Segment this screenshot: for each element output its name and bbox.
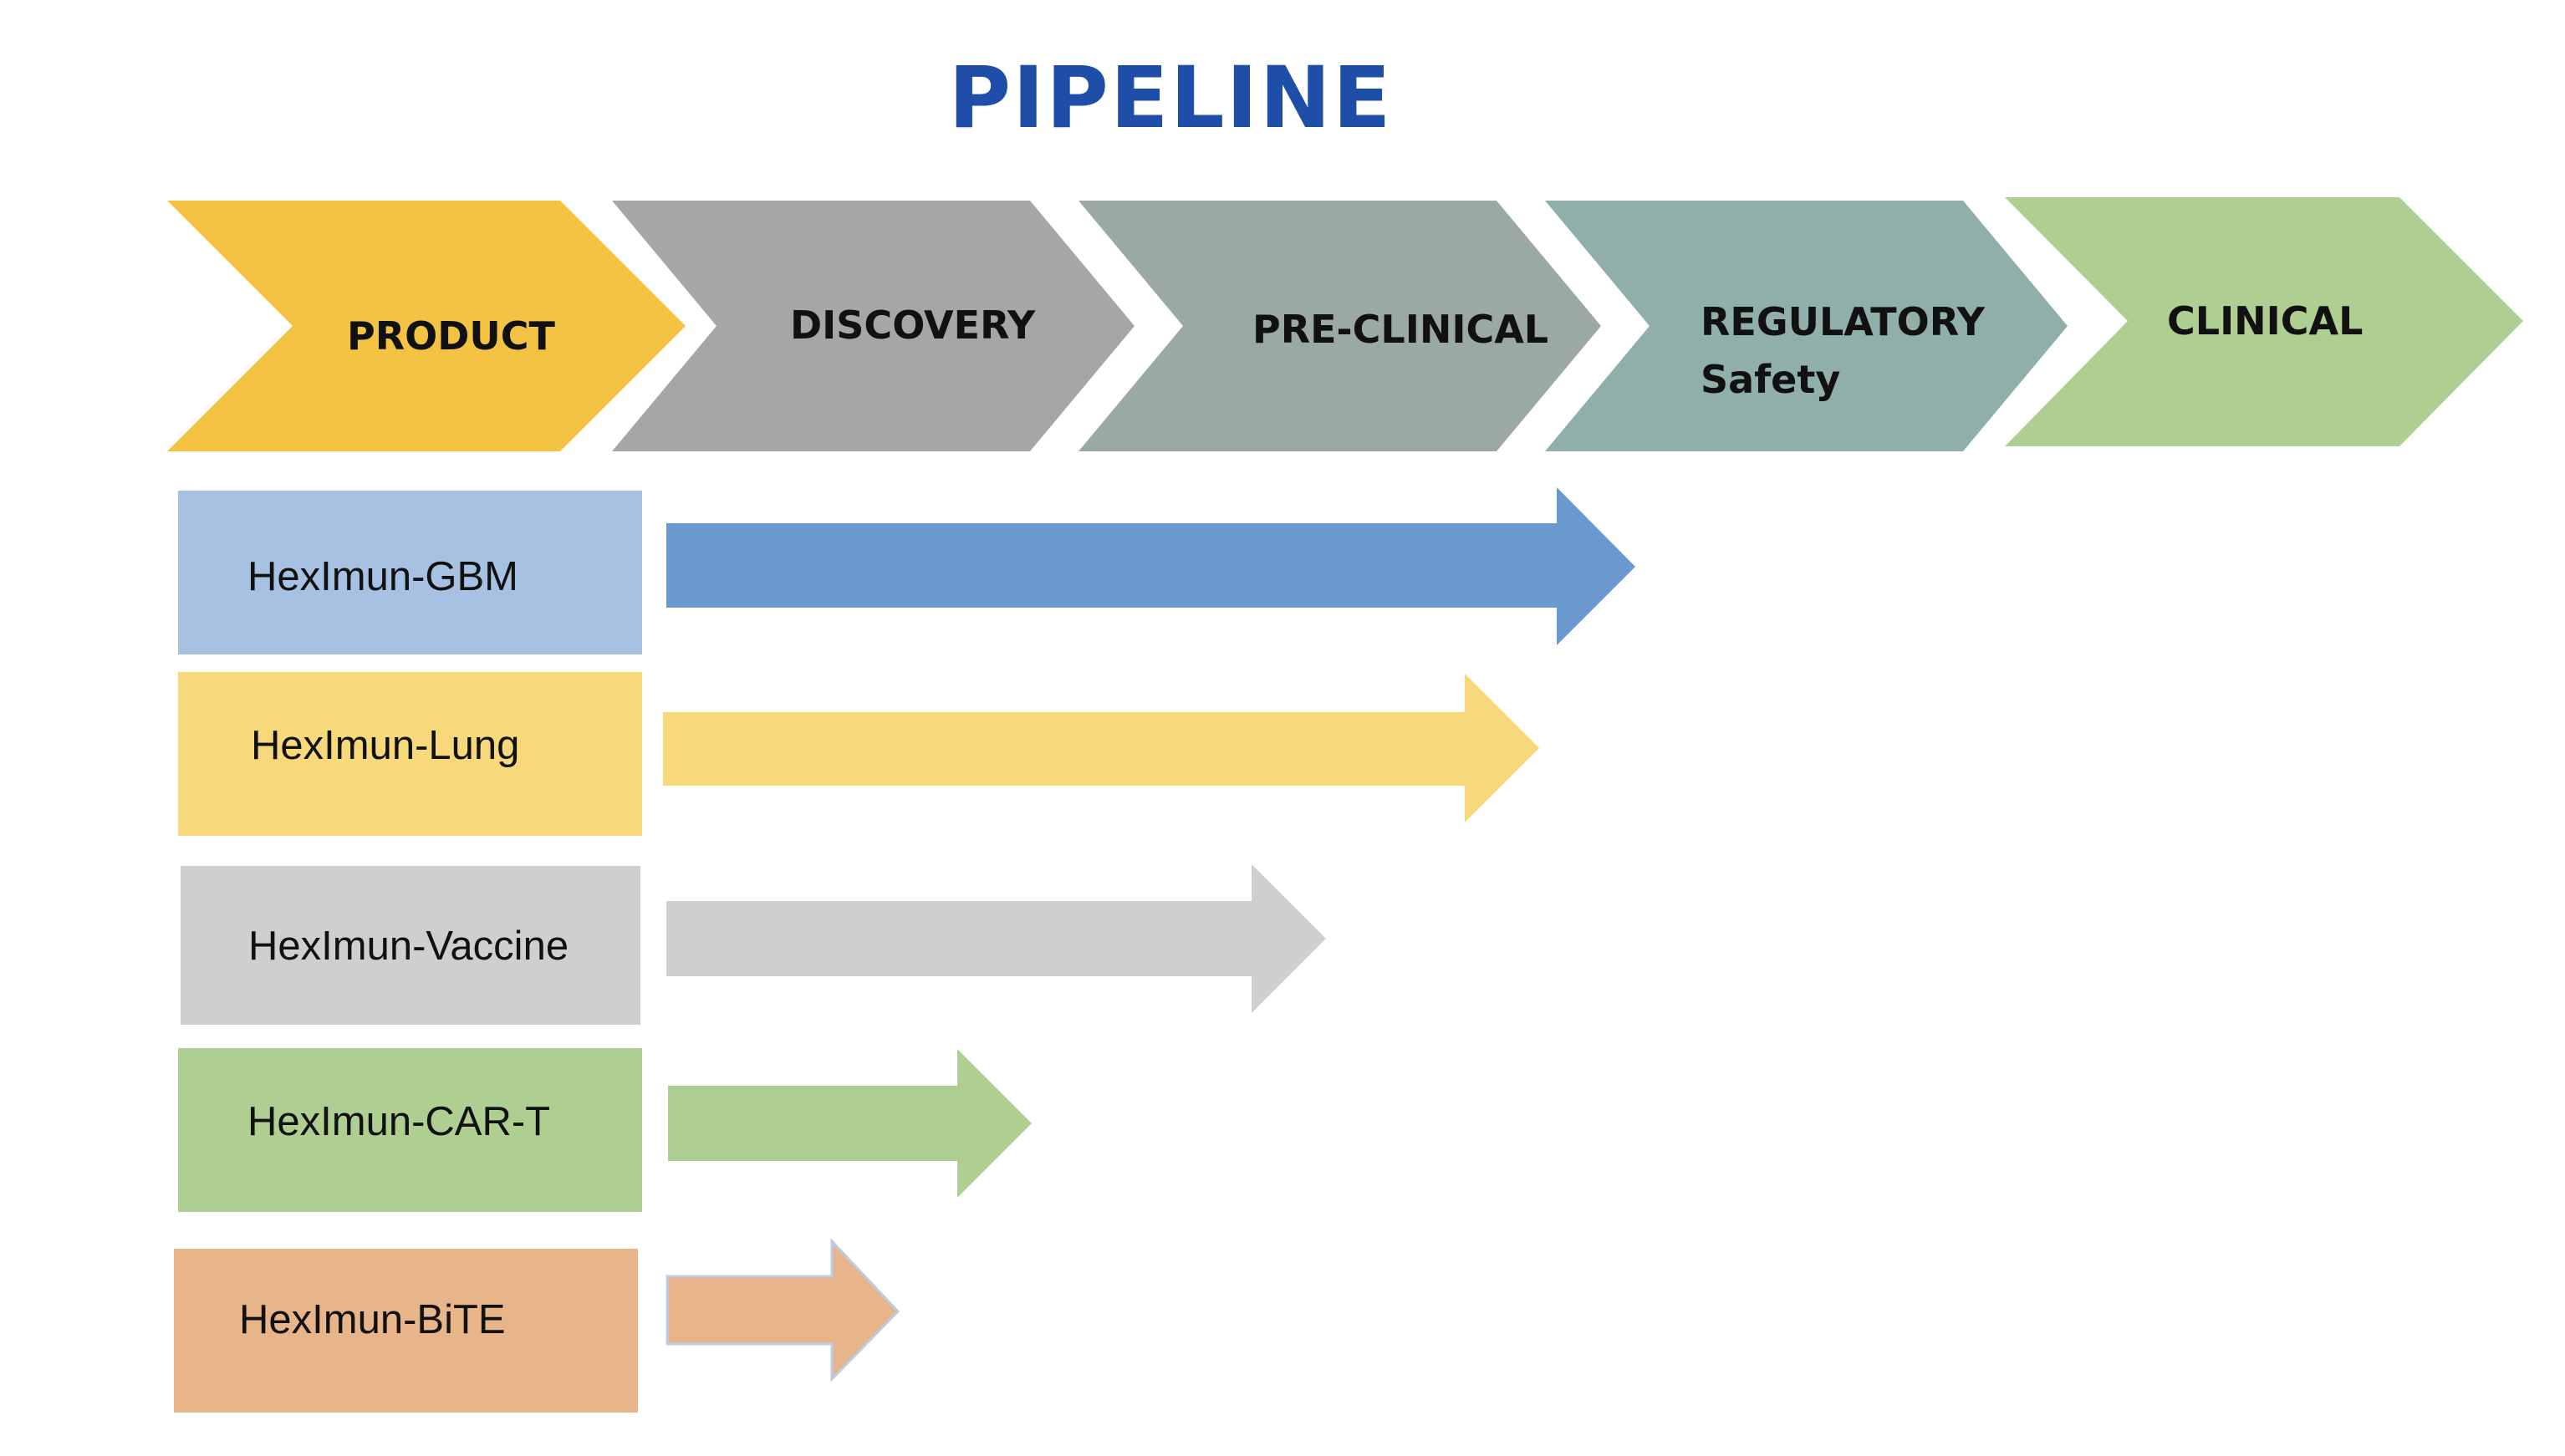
stage-chevron — [167, 201, 686, 451]
progress-arrow — [666, 864, 1326, 1013]
progress-arrow — [663, 674, 1539, 822]
product-box — [174, 1249, 638, 1413]
stage-chevron — [1545, 201, 2068, 451]
stage-label: DISCOVERY — [790, 303, 1036, 348]
product-label: HexImun-Vaccine — [248, 924, 569, 969]
product-label: HexImun-Lung — [251, 723, 519, 768]
progress-arrow — [666, 487, 1635, 645]
product-row-lung: HexImun-Lung — [178, 672, 1539, 836]
product-row-vaccine: HexImun-Vaccine — [181, 864, 1326, 1025]
product-label: HexImun-GBM — [247, 554, 518, 599]
stage-discovery: DISCOVERY — [612, 201, 1135, 451]
product-box — [178, 491, 642, 654]
stage-label: REGULATORY — [1701, 299, 1986, 344]
stage-label: CLINICAL — [2167, 298, 2363, 344]
stage-product: PRODUCT — [167, 201, 686, 451]
page-title: PIPELINE — [948, 48, 1393, 148]
stage-row: PRODUCT DISCOVERY PRE-CLINICAL REGULATOR… — [167, 197, 2523, 451]
progress-arrow — [668, 1049, 1032, 1198]
product-label: HexImun-BiTE — [239, 1297, 506, 1342]
stage-chevron — [1079, 201, 1601, 451]
product-box — [178, 672, 642, 836]
stage-chevron — [612, 201, 1135, 451]
product-row-gbm: HexImun-GBM — [178, 487, 1635, 654]
product-row-bite: HexImun-BiTE — [174, 1238, 900, 1413]
product-box — [178, 1048, 642, 1212]
stage-label: PRE-CLINICAL — [1252, 307, 1548, 352]
stage-clinical: CLINICAL — [2005, 197, 2523, 446]
stage-regulatory: REGULATORY Safety — [1545, 201, 2068, 451]
stage-pre-clinical: PRE-CLINICAL — [1079, 201, 1601, 451]
product-row-car-t: HexImun-CAR-T — [178, 1048, 1032, 1212]
stage-label: PRODUCT — [347, 313, 556, 359]
progress-arrow — [665, 1238, 900, 1382]
product-box — [181, 866, 640, 1025]
stage-sublabel: Safety — [1701, 357, 1840, 402]
stage-chevron — [2005, 197, 2523, 446]
product-label: HexImun-CAR-T — [247, 1099, 550, 1144]
